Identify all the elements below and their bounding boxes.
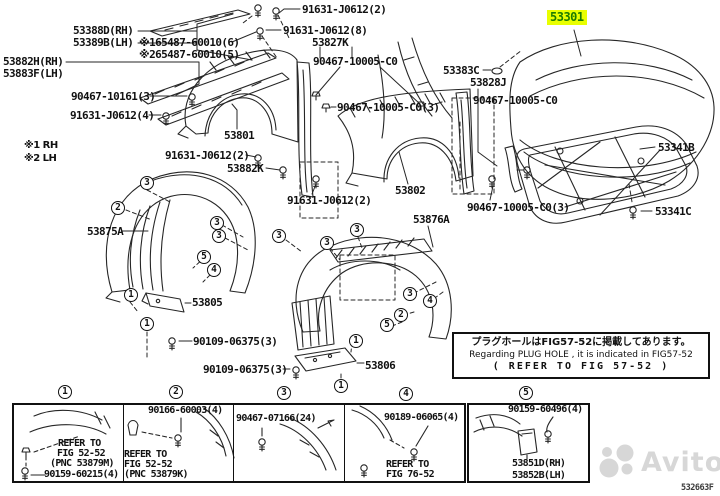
part-label: 53341C [655, 205, 692, 218]
part-label: 90467-10005-C0(3) [337, 101, 440, 114]
cell5-lh: 53852B(LH) [512, 470, 566, 481]
callout-circle: 1 [334, 379, 348, 393]
callout-circle: 4 [207, 263, 221, 277]
table-callout: 4 [399, 387, 413, 401]
cell1-part: 90159-60215(4) [44, 469, 119, 480]
part-label: 53388D(RH) [73, 24, 134, 37]
highlighted-part-number: 53301 [547, 10, 587, 26]
part-label: 53801 [224, 129, 255, 142]
callout-circle: 3 [210, 216, 224, 230]
bracket-rear-sketch [294, 347, 357, 372]
part-label: ※265487-60010(5) [139, 48, 240, 61]
hood-sketch [509, 39, 715, 200]
callout-circle: 1 [140, 317, 154, 331]
bracket-front-sketch [141, 292, 185, 313]
retainer-sketch [296, 61, 314, 198]
table-callout: 1 [58, 385, 72, 399]
callout-circle: 3 [140, 176, 154, 190]
table-callout: 3 [277, 386, 291, 400]
part-label: 90467-10005-C0 [313, 55, 398, 68]
table-callout: 5 [519, 386, 533, 400]
callout-circle: 3 [350, 223, 364, 237]
table-cell-1 [14, 405, 124, 481]
part-label: 53827K [312, 36, 349, 49]
avito-wordmark: Avito [641, 446, 720, 478]
fender-front-sketch [177, 49, 299, 143]
table-cell-sketches [21, 405, 554, 481]
insulator-sketch [516, 125, 699, 224]
note-japanese: プラグホールはFIG57-52に掲載してあります。 [471, 337, 691, 348]
part-label: 90467-10005-C0 [473, 94, 558, 107]
cell4-ref: FIG 76-52 [386, 469, 435, 480]
part-label: 53389B(LH) [73, 36, 134, 49]
liner-front-sketch [105, 171, 256, 303]
legend-rh: ※1 RH [24, 140, 58, 151]
part-label: 53802 [395, 184, 426, 197]
fender-rear-sketch [337, 88, 474, 187]
callout-circle: 2 [394, 308, 408, 322]
callout-circle: 3 [212, 229, 226, 243]
avito-logo-icon [599, 444, 634, 478]
part-label: 91631-J0612(2) [165, 149, 250, 162]
reference-table [12, 403, 466, 483]
part-label: 90467-10161(3) [71, 90, 156, 103]
callout-circle: 4 [423, 294, 437, 308]
part-label: 53805 [192, 296, 223, 309]
part-label: 91631-J0612(2) [302, 3, 387, 16]
dashed-lines [125, 14, 633, 385]
cell1-ref: FIG 52-52 [57, 448, 106, 459]
part-label: 91631-J0612(8) [283, 24, 368, 37]
leader-lines [65, 8, 656, 370]
cell5-rh: 53851D(RH) [512, 458, 566, 469]
cell1-ref: (PNC 53879M) [50, 458, 115, 469]
cell2-ref: (PNC 53879K) [124, 469, 189, 480]
figure-code: 532663F [681, 483, 714, 493]
legend-lh: ※2 LH [24, 153, 57, 164]
callout-circle: 3 [272, 229, 286, 243]
part-label: 53828J [470, 76, 507, 89]
part-label: 91631-J0612(4) [70, 109, 155, 122]
part-label: 90109-06375(3) [203, 363, 288, 376]
part-label: 90109-06375(3) [193, 335, 278, 348]
callout-circle: 5 [380, 318, 394, 332]
cowl-clip-sketch [491, 67, 503, 75]
avito-watermark: Avito [596, 444, 720, 480]
callout-circle: 5 [197, 250, 211, 264]
part-label: 53883F(LH) [3, 67, 64, 80]
callout-circle: 2 [111, 201, 125, 215]
callout-circle: 1 [124, 288, 138, 302]
cell4-ref: REFER TO [386, 459, 429, 470]
note-refer: ( REFER TO FIG 57-52 ) [492, 360, 670, 372]
cell5-part: 90159-60496(4) [508, 404, 583, 415]
apron-sketch [455, 91, 523, 195]
table-cell-2 [124, 405, 234, 481]
cell4-part: 90189-06065(4) [384, 412, 459, 423]
part-label: 53876A [413, 213, 450, 226]
table-cell-5 [467, 403, 590, 483]
cell2-part: 90166-60003(4) [148, 405, 223, 416]
cell2-ref: REFER TO [124, 449, 167, 460]
part-label: 90467-10005-C0(3) [467, 201, 570, 214]
part-label: 53383C [443, 64, 480, 77]
cell3-part: 90467-07166(24) [236, 413, 317, 424]
part-label: 53341B [658, 141, 695, 154]
part-label: 53806 [365, 359, 396, 372]
plug-hole-note-box: プラグホールはFIG57-52に掲載してあります。 Regarding PLUG… [452, 332, 710, 380]
part-label: 53882H(RH) [3, 55, 64, 68]
hinge-sketch [377, 37, 453, 139]
callout-circle: 3 [320, 236, 334, 250]
cell2-ref: FIG 52-52 [124, 459, 173, 470]
cell1-ref: REFER TO [58, 438, 101, 449]
callout-circle: 1 [349, 334, 363, 348]
part-label: ※165487-60010(6) [139, 36, 240, 49]
callout-circle: 3 [403, 287, 417, 301]
table-callout: 2 [169, 385, 183, 399]
note-english: Regarding PLUG HOLE , it is indicated in… [469, 349, 693, 360]
part-label: 91631-J0612(2) [287, 194, 372, 207]
part-label: 53882K [227, 162, 264, 175]
part-label: 53875A [87, 225, 124, 238]
table-cell-3 [234, 405, 345, 481]
